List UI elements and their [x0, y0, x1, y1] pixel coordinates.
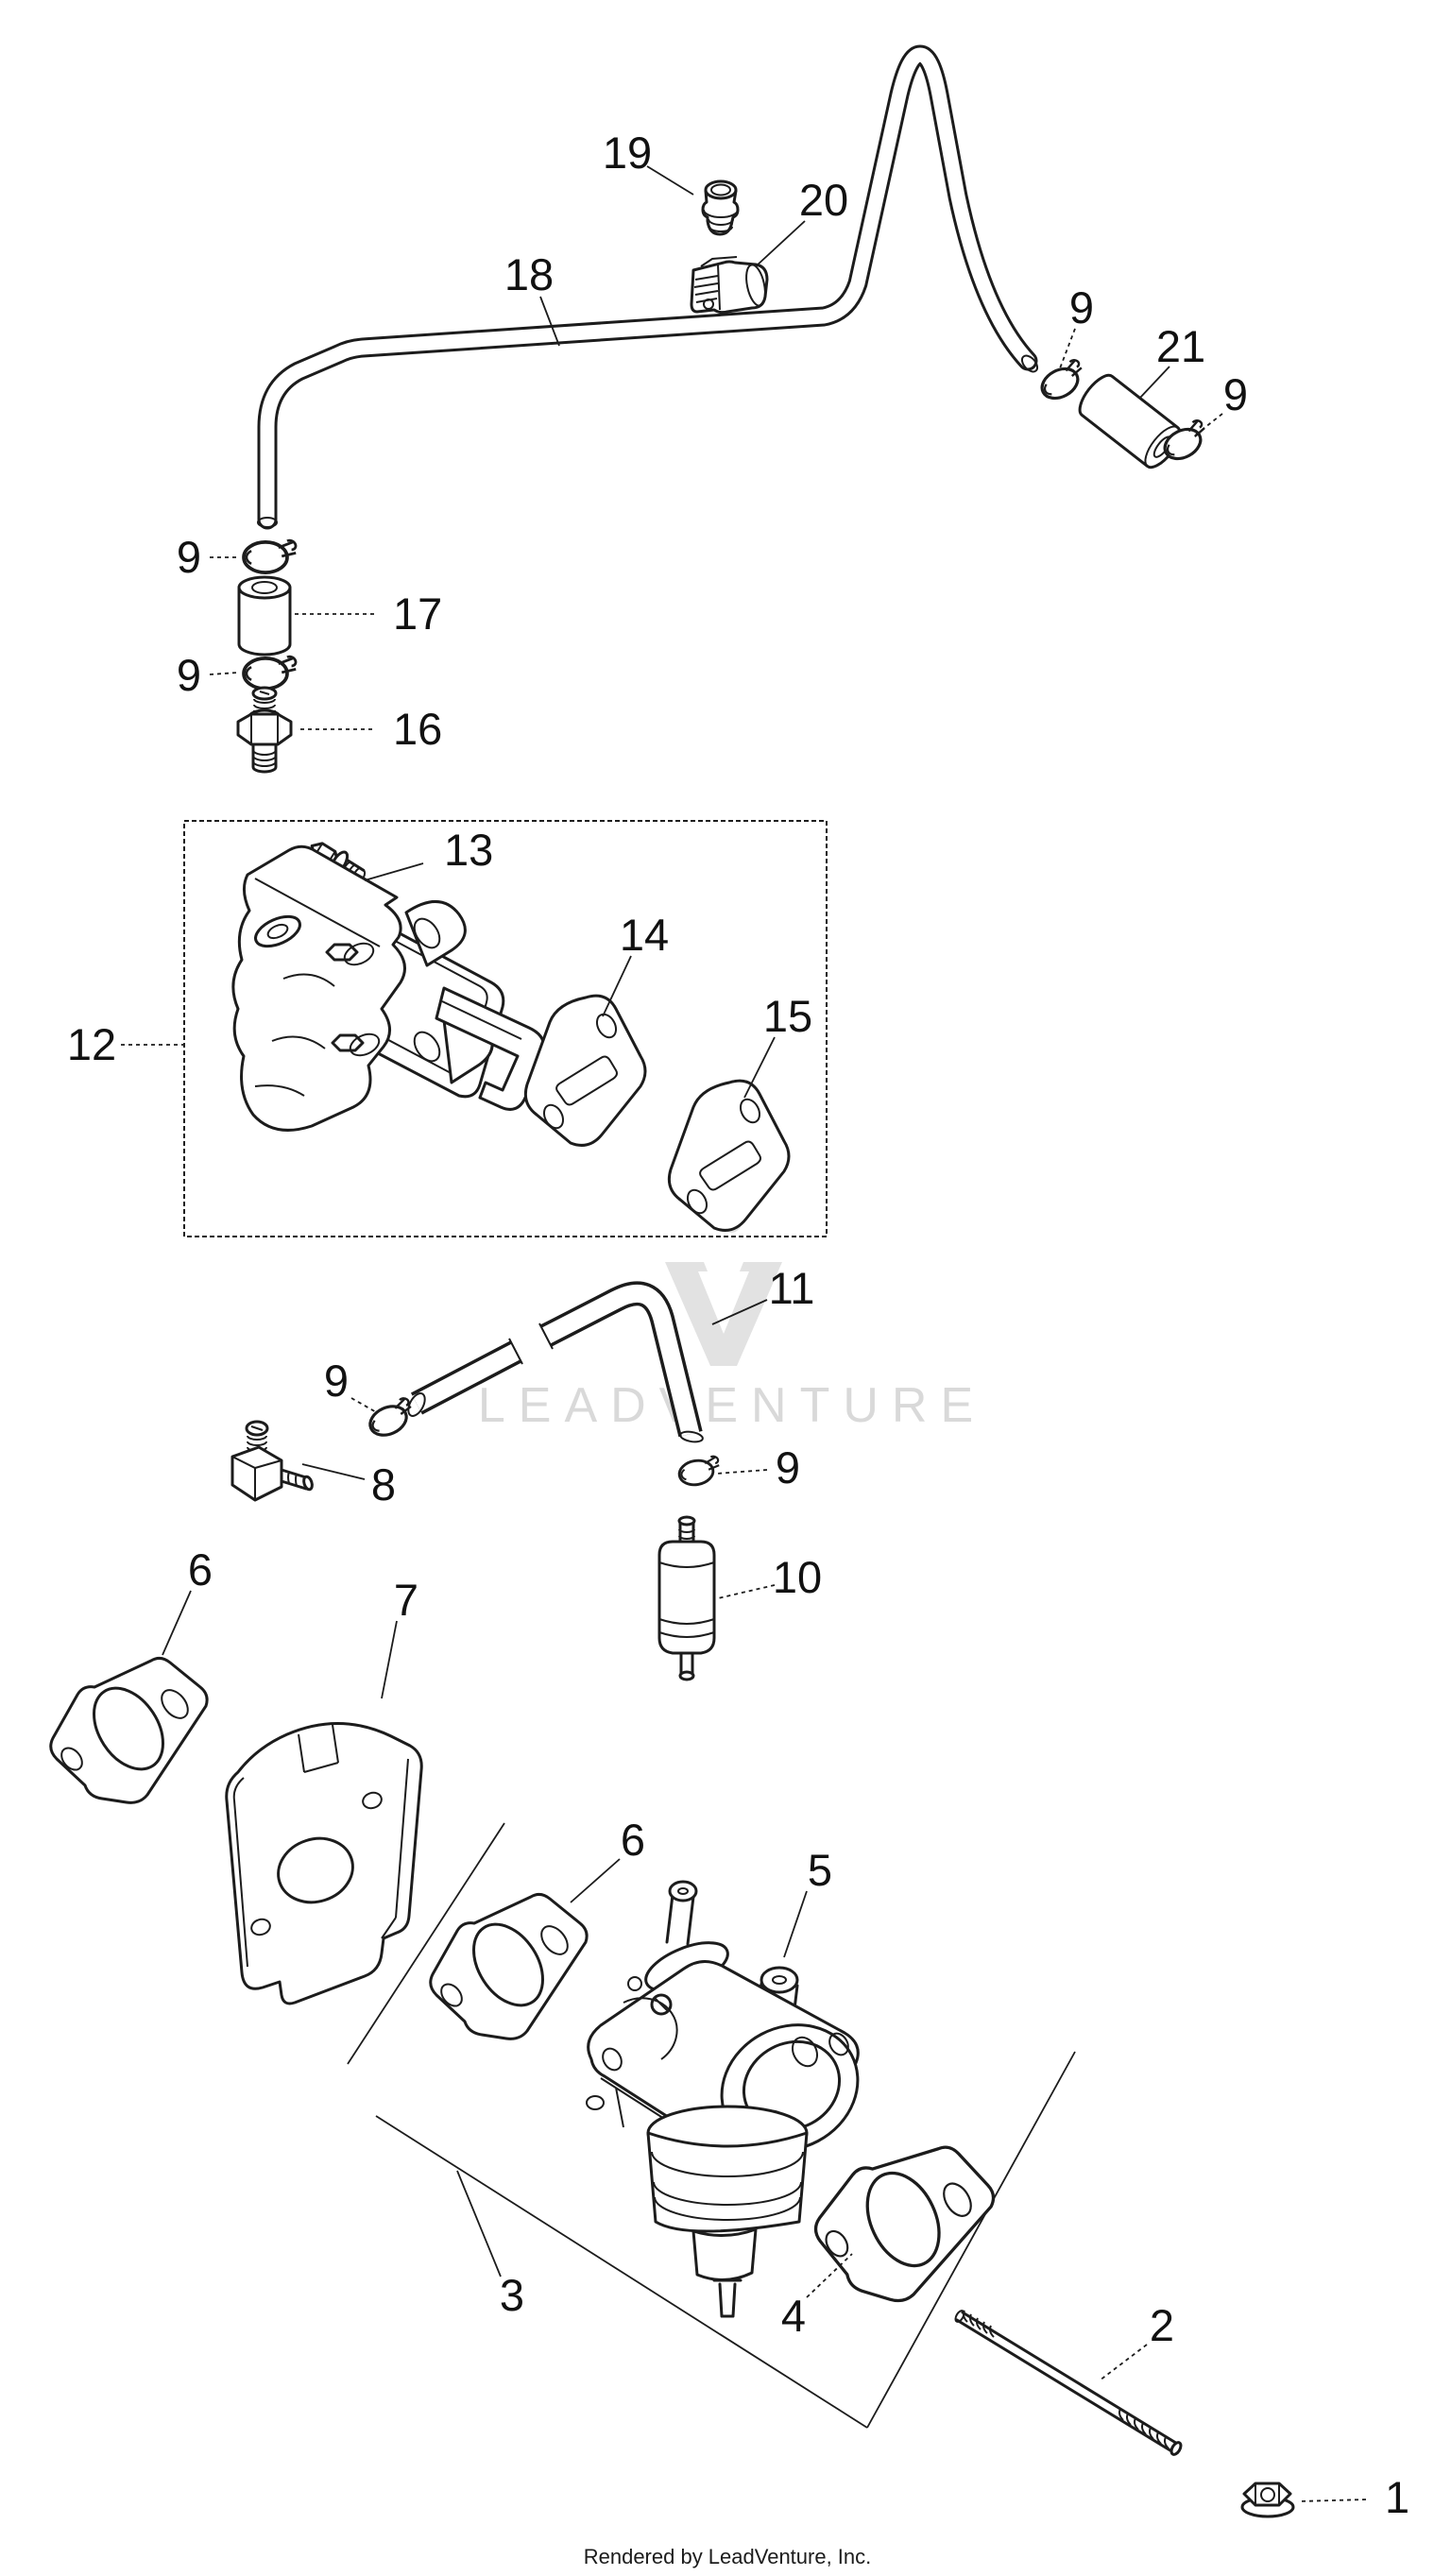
part-label: 9 [1223, 369, 1248, 419]
part-label: 21 [1156, 321, 1205, 371]
fitting-16 [236, 686, 293, 774]
hose-17 [237, 575, 292, 657]
hose-clamp-9-a [1034, 356, 1091, 406]
callout-20: 20 [755, 175, 848, 267]
elbow-fitting-8 [230, 1420, 314, 1502]
part-label: 10 [773, 1552, 822, 1602]
watermark-text: LEADVENTURE [478, 1378, 986, 1433]
callout-9-d: 9 [177, 650, 239, 700]
callout-7: 7 [381, 1575, 418, 1699]
leadventure-watermark: LEADVENTURE [478, 1175, 986, 1433]
hose-clamp-9-f [675, 1454, 724, 1489]
part-label: 2 [1150, 2300, 1174, 2350]
callout-10: 10 [717, 1552, 822, 1602]
fuel-pump-12 [231, 844, 546, 1132]
part-label: 1 [1385, 2472, 1409, 2522]
callout-4: 4 [781, 2253, 853, 2341]
part-label: 9 [324, 1356, 349, 1406]
clamp-20 [690, 256, 769, 315]
callout-17: 17 [295, 589, 442, 639]
part-label: 6 [188, 1544, 213, 1595]
part-label: 5 [808, 1845, 832, 1895]
part-label: 19 [603, 128, 652, 178]
hose-11 [407, 1281, 704, 1443]
callout-3: 3 [456, 2170, 524, 2320]
bracket-7 [225, 1722, 423, 2005]
callout-1: 1 [1297, 2472, 1409, 2522]
callout-2: 2 [1099, 2300, 1174, 2381]
part-label: 17 [393, 589, 442, 639]
part-label: 13 [444, 825, 493, 875]
part-label: 18 [504, 249, 554, 299]
callout-6-upper: 6 [162, 1544, 213, 1656]
callout-16: 16 [300, 704, 442, 754]
fuel-filter-10 [657, 1515, 716, 1681]
part-label: 16 [393, 704, 442, 754]
callout-19: 19 [603, 128, 694, 196]
callout-6-lower: 6 [570, 1815, 645, 1903]
gasket-15 [667, 1079, 791, 1232]
gasket-14 [523, 994, 647, 1147]
callout-21: 21 [1138, 321, 1205, 400]
callout-14: 14 [602, 910, 669, 1017]
part-label: 9 [1069, 282, 1094, 333]
part-label: 9 [177, 532, 201, 582]
callout-13: 13 [364, 825, 493, 881]
nut-1 [1240, 2482, 1295, 2518]
part-label: 9 [177, 650, 201, 700]
part-label: 7 [394, 1575, 418, 1625]
part-label: 12 [67, 1019, 116, 1069]
fitting-19 [701, 179, 740, 236]
callout-9-a: 9 [1059, 282, 1094, 369]
fuel-line-18 [257, 44, 1039, 530]
callouts: 19 20 18 9 21 9 9 17 9 16 13 12 14 15 11… [67, 128, 1409, 2522]
part-label: 9 [776, 1442, 800, 1493]
gasket-6-lower [429, 1892, 589, 2040]
callout-9-f: 9 [715, 1442, 800, 1493]
fuel-pump-group-box [183, 820, 828, 1237]
carburetor-assembly-group-lines [347, 1822, 1076, 2429]
gasket-4 [805, 2129, 1001, 2314]
part-label: 15 [763, 991, 812, 1041]
callout-18: 18 [504, 249, 560, 347]
callout-15: 15 [743, 991, 812, 1099]
part-label: 20 [799, 175, 848, 225]
hose-clamp-9-c [242, 538, 299, 574]
callout-9-e: 9 [324, 1356, 379, 1414]
part-label: 6 [621, 1815, 645, 1865]
callout-9-c: 9 [177, 532, 238, 582]
part-label: 3 [500, 2270, 524, 2320]
part-label: 4 [781, 2291, 806, 2341]
hose-clamp-9-d [242, 655, 299, 691]
callout-11: 11 [711, 1263, 815, 1325]
gasket-6-upper [49, 1656, 209, 1804]
callout-8: 8 [301, 1459, 396, 1510]
part-label: 11 [769, 1263, 815, 1313]
callout-12: 12 [67, 1019, 184, 1069]
callout-9-b: 9 [1195, 369, 1248, 435]
callout-5: 5 [783, 1845, 832, 1958]
carburetor-5 [586, 1880, 860, 2318]
leadventure-v-icon-notch [698, 1271, 749, 1334]
part-label: 8 [371, 1459, 396, 1510]
footer-credit: Rendered by LeadVenture, Inc. [584, 2545, 872, 2568]
stud-2 [954, 2310, 1183, 2456]
part-label: 14 [620, 910, 669, 960]
